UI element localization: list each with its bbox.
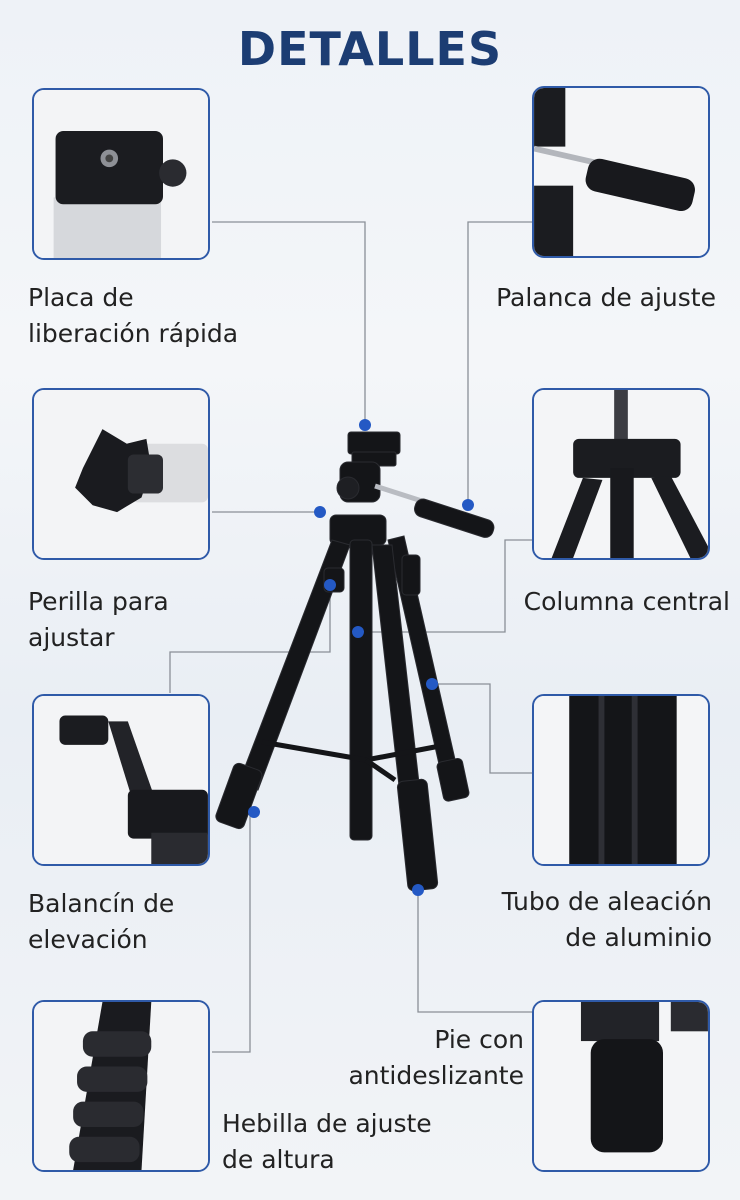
label-rubber-foot: Pie con antideslizante — [348, 1025, 524, 1090]
callout-line-crank — [169, 585, 331, 693]
callout-line-tube — [432, 683, 532, 774]
dot-column — [352, 626, 364, 638]
card-adjustment-handle — [532, 86, 710, 258]
quick-release-plate-icon — [34, 90, 208, 258]
dot-crank — [324, 579, 336, 591]
page-title: DETALLES — [237, 22, 503, 76]
label-aluminum-tube: Tubo de aleación de aluminio — [501, 887, 712, 952]
elevation-crank-icon — [34, 696, 208, 864]
leg-lock-buckle-icon — [34, 1002, 208, 1170]
card-elevation-crank — [32, 694, 210, 866]
card-quick-release-plate — [32, 88, 210, 260]
dot-tube — [426, 678, 438, 690]
dot-handle — [462, 499, 474, 511]
adjustment-handle-icon — [534, 88, 708, 256]
callout-line-column — [358, 539, 532, 633]
label-adjustment-handle: Palanca de ajuste — [496, 283, 716, 312]
card-rubber-foot — [532, 1000, 710, 1172]
card-leg-lock-buckle — [32, 1000, 210, 1172]
label-center-column: Columna central — [523, 587, 730, 616]
dot-knob — [314, 506, 326, 518]
callout-line-plate — [212, 221, 366, 425]
label-adjustment-knob: Perilla para ajustar — [28, 587, 169, 652]
card-aluminum-tube — [532, 694, 710, 866]
callout-line-buckle — [212, 812, 251, 1053]
dot-buckle — [248, 806, 260, 818]
dot-plate — [359, 419, 371, 431]
center-column-icon — [534, 390, 708, 558]
card-center-column — [532, 388, 710, 560]
aluminum-tube-icon — [534, 696, 708, 864]
callout-line-handle — [467, 221, 532, 505]
card-adjustment-knob — [32, 388, 210, 560]
label-quick-release-plate: Placa de liberación rápida — [28, 283, 239, 348]
callout-line-foot — [417, 890, 532, 1013]
dot-foot — [412, 884, 424, 896]
rubber-foot-icon — [534, 1002, 708, 1170]
adjustment-knob-icon — [34, 390, 208, 558]
label-leg-lock-buckle: Hebilla de ajuste de altura — [222, 1109, 432, 1174]
label-elevation-crank: Balancín de elevación — [28, 889, 175, 954]
